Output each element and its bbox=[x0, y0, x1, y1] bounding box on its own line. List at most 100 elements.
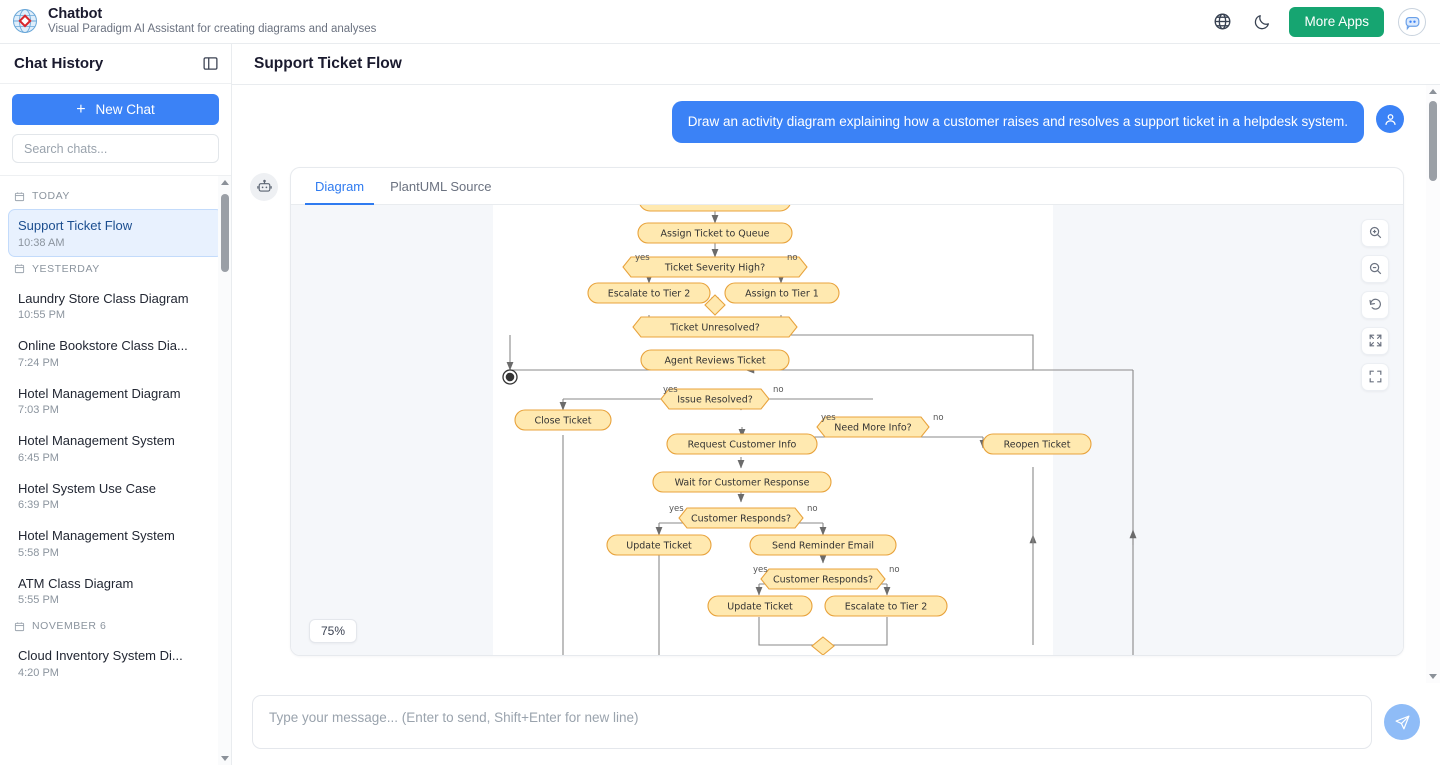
scroll-down-arrow-icon[interactable] bbox=[218, 752, 231, 765]
tab-diagram[interactable]: Diagram bbox=[305, 168, 375, 205]
svg-text:Escalate to Tier 2: Escalate to Tier 2 bbox=[608, 288, 691, 299]
chat-item-time: 10:55 PM bbox=[18, 309, 66, 322]
svg-text:Ticket Unresolved?: Ticket Unresolved? bbox=[669, 322, 760, 333]
chat-item-time: 5:58 PM bbox=[18, 546, 59, 559]
chat-history-item[interactable]: Online Bookstore Class Dia...7:24 PM bbox=[8, 329, 223, 377]
svg-text:Ticket Severity High?: Ticket Severity High? bbox=[664, 262, 765, 273]
composer: Type your message... (Enter to send, Shi… bbox=[232, 683, 1440, 765]
send-button[interactable] bbox=[1384, 704, 1420, 740]
top-bar-actions: More Apps bbox=[1209, 6, 1426, 37]
main-header: Support Ticket Flow bbox=[232, 44, 1440, 85]
tab-plantuml-source[interactable]: PlantUML Source bbox=[390, 178, 492, 194]
svg-text:Customer Responds?: Customer Responds? bbox=[773, 574, 873, 585]
more-apps-button[interactable]: More Apps bbox=[1289, 6, 1384, 37]
panel-tabs: Diagram PlantUML Source bbox=[291, 168, 1403, 205]
chat-item-name: Hotel Management System bbox=[18, 528, 175, 544]
chat-history-item[interactable]: Cloud Inventory System Di...4:20 PM bbox=[8, 639, 223, 687]
svg-text:Need More Info?: Need More Info? bbox=[834, 422, 911, 433]
svg-text:yes: yes bbox=[669, 504, 684, 514]
svg-text:Customer Responds?: Customer Responds? bbox=[691, 513, 791, 524]
zoom-out-button[interactable] bbox=[1361, 254, 1389, 283]
svg-text:yes: yes bbox=[635, 253, 650, 263]
fullscreen-button[interactable] bbox=[1361, 362, 1389, 391]
chat-item-time: 6:39 PM bbox=[18, 499, 59, 512]
svg-text:no: no bbox=[889, 565, 900, 575]
calendar-icon bbox=[14, 191, 25, 201]
svg-text:Issue Resolved?: Issue Resolved? bbox=[677, 394, 753, 405]
diagram-canvas[interactable]: Assign Ticket to Queue Escalate to Tier … bbox=[291, 204, 1403, 655]
svg-text:Send Reminder Email: Send Reminder Email bbox=[772, 540, 874, 551]
chat-history-item[interactable]: Hotel Management System 5:58 PM bbox=[8, 519, 223, 567]
diagram-zoom-toolbar bbox=[1361, 218, 1389, 391]
svg-text:Close Ticket: Close Ticket bbox=[534, 415, 591, 426]
chat-item-name: Hotel Management Diagram bbox=[18, 385, 181, 401]
panel-collapse-icon[interactable] bbox=[202, 55, 219, 72]
page-title: Support Ticket Flow bbox=[254, 55, 402, 72]
search-input[interactable] bbox=[12, 134, 219, 163]
app-title: Chatbot bbox=[48, 5, 103, 22]
user-message-text: Draw an activity diagram explaining how … bbox=[671, 101, 1364, 143]
globe-icon[interactable] bbox=[1209, 9, 1235, 35]
message-input[interactable]: Type your message... (Enter to send, Shi… bbox=[252, 695, 1372, 749]
chat-item-time: 10:38 AM bbox=[18, 236, 65, 249]
chat-scroll-area[interactable]: Draw an activity diagram explaining how … bbox=[232, 85, 1440, 683]
chat-group-header: YESTERDAY bbox=[0, 257, 231, 282]
scroll-up-arrow-icon[interactable] bbox=[218, 176, 231, 189]
chat-item-time: 6:45 PM bbox=[18, 451, 59, 464]
sidebar-actions: + New Chat bbox=[0, 84, 231, 176]
user-message-row: Draw an activity diagram explaining how … bbox=[250, 101, 1404, 143]
chat-history-item[interactable]: Hotel Management System 6:45 PM bbox=[8, 424, 223, 472]
chat-scroll-up-arrow-icon[interactable] bbox=[1426, 85, 1440, 98]
svg-text:Reopen Ticket: Reopen Ticket bbox=[1004, 439, 1071, 450]
chat-item-time: 7:03 PM bbox=[18, 404, 59, 417]
svg-text:Escalate to Tier 2: Escalate to Tier 2 bbox=[845, 601, 928, 612]
chat-item-name: Online Bookstore Class Dia... bbox=[18, 338, 188, 354]
chat-item-time: 5:55 PM bbox=[18, 594, 59, 607]
sidebar-scrollbar[interactable] bbox=[218, 176, 231, 765]
new-chat-button[interactable]: + New Chat bbox=[12, 94, 219, 125]
svg-text:Assign to Tier 1: Assign to Tier 1 bbox=[745, 288, 819, 299]
moon-icon[interactable] bbox=[1249, 9, 1275, 35]
chat-group-header: NOVEMBER 6 bbox=[0, 614, 231, 639]
assistant-message-row: Diagram PlantUML Source bbox=[250, 166, 1404, 656]
brand-text: Chatbot Visual Paradigm AI Assistant for… bbox=[48, 6, 376, 38]
svg-text:Wait for Customer Response: Wait for Customer Response bbox=[675, 477, 810, 488]
main-content: Support Ticket Flow Draw an activity dia… bbox=[232, 44, 1440, 765]
svg-text:Request Customer Info: Request Customer Info bbox=[688, 439, 797, 450]
zoom-level-badge: 75% bbox=[309, 618, 358, 643]
svg-text:yes: yes bbox=[753, 565, 768, 575]
sidebar-title: Chat History bbox=[14, 55, 104, 72]
chat-item-name: Support Ticket Flow bbox=[18, 218, 133, 233]
chat-history-item[interactable]: Hotel Management Diagram 7:03 PM bbox=[8, 377, 223, 425]
new-chat-label: New Chat bbox=[95, 102, 155, 117]
svg-text:yes: yes bbox=[663, 385, 678, 395]
chatbot-avatar-icon[interactable] bbox=[1398, 7, 1426, 36]
chat-scroll-thumb[interactable] bbox=[1429, 101, 1437, 181]
diagram-panel: Diagram PlantUML Source bbox=[290, 166, 1404, 656]
fit-to-screen-button[interactable] bbox=[1361, 326, 1389, 355]
chat-history-item[interactable]: Support Ticket Flow 10:38 AM bbox=[8, 209, 223, 257]
brand: Chatbot Visual Paradigm AI Assistant for… bbox=[12, 6, 376, 38]
chat-scrollbar[interactable] bbox=[1426, 85, 1440, 683]
chat-group-label: YESTERDAY bbox=[32, 262, 100, 275]
user-icon bbox=[1376, 105, 1404, 133]
zoom-in-button[interactable] bbox=[1361, 218, 1389, 247]
plus-icon: + bbox=[76, 100, 86, 118]
chat-item-time: 4:20 PM bbox=[18, 666, 59, 679]
sidebar-header: Chat History bbox=[0, 44, 231, 84]
chat-group-label: NOVEMBER 6 bbox=[32, 620, 107, 633]
reset-view-button[interactable] bbox=[1361, 290, 1389, 319]
chat-scroll-down-arrow-icon[interactable] bbox=[1426, 670, 1440, 683]
chat-item-name: Hotel Management System bbox=[18, 433, 175, 449]
sidebar-scroll-thumb[interactable] bbox=[220, 194, 229, 272]
top-bar: Chatbot Visual Paradigm AI Assistant for… bbox=[0, 0, 1440, 44]
globe-diamond-logo bbox=[12, 8, 38, 34]
svg-text:Assign Ticket to Queue: Assign Ticket to Queue bbox=[661, 228, 770, 239]
